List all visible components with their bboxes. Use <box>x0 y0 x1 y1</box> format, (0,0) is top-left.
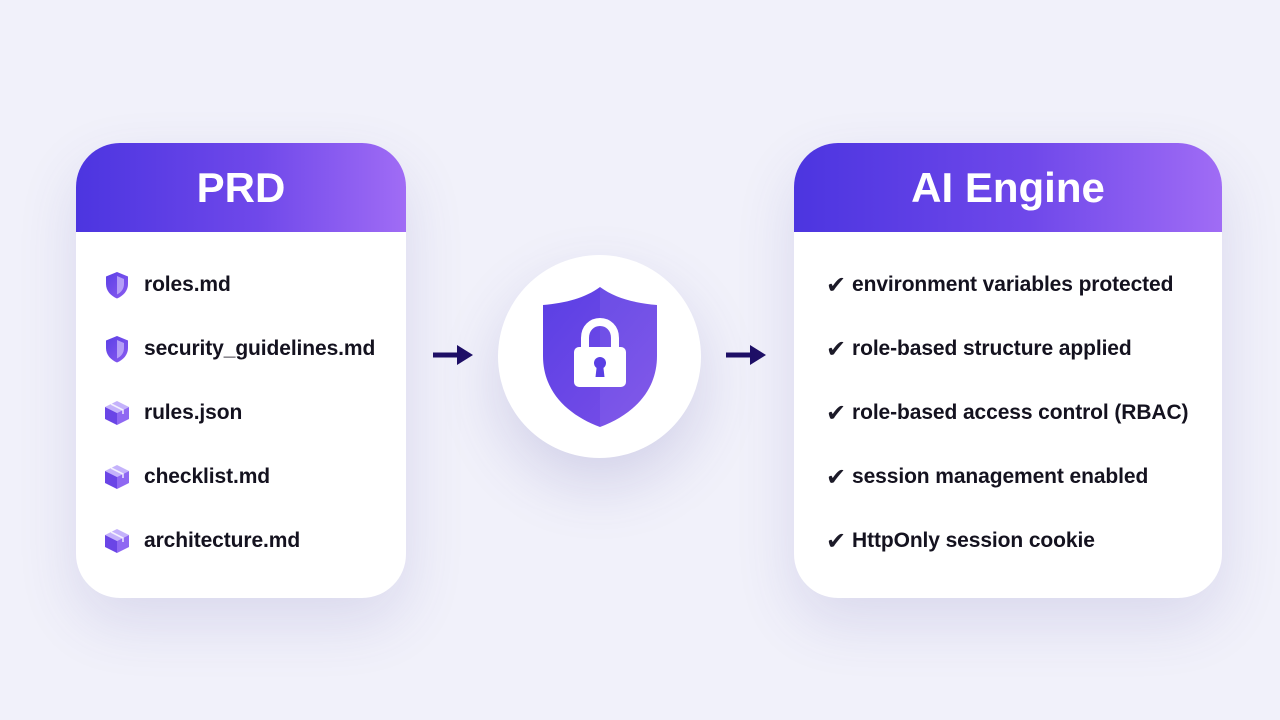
cube-icon <box>102 398 132 428</box>
check-icon: ✔ <box>826 335 847 363</box>
arrow-right-icon <box>726 345 766 365</box>
check-icon: ✔ <box>826 527 847 555</box>
check-item: ✔ HttpOnly session cookie <box>794 521 1222 561</box>
shield-lock-icon <box>542 286 657 427</box>
file-item-architecture: architecture.md <box>76 521 406 561</box>
file-name: checklist.md <box>144 465 271 488</box>
file-item-checklist: checklist.md <box>76 457 406 497</box>
cube-icon <box>102 526 132 556</box>
check-item-label: role-based access control (RBAC) <box>852 401 1189 424</box>
shield-icon <box>102 334 132 364</box>
arrow-right-icon <box>433 345 473 365</box>
file-name: roles.md <box>144 273 231 296</box>
file-item-roles: roles.md <box>76 265 406 305</box>
check-item: ✔ session management enabled <box>794 457 1222 497</box>
cube-icon <box>102 462 132 492</box>
shield-icon <box>102 270 132 300</box>
security-shield-badge <box>498 255 701 458</box>
check-icon: ✔ <box>826 399 847 427</box>
prd-card-header: PRD <box>76 143 406 232</box>
check-item-label: role-based structure applied <box>852 337 1132 360</box>
file-item-rules: rules.json <box>76 393 406 433</box>
check-item-label: session management enabled <box>852 465 1149 488</box>
check-icon: ✔ <box>826 463 847 491</box>
file-name: rules.json <box>144 401 243 424</box>
ai-engine-card-header: AI Engine <box>794 143 1222 232</box>
check-icon: ✔ <box>826 271 847 299</box>
check-item-label: HttpOnly session cookie <box>852 529 1095 552</box>
prd-card: PRD roles.md security_guidelines.md <box>76 143 406 598</box>
ai-engine-card: AI Engine ✔ environment variables protec… <box>794 143 1222 598</box>
check-item: ✔ role-based access control (RBAC) <box>794 393 1222 433</box>
check-item: ✔ role-based structure applied <box>794 329 1222 369</box>
ai-engine-title: AI Engine <box>911 163 1105 211</box>
check-item: ✔ environment variables protected <box>794 265 1222 305</box>
file-name: architecture.md <box>144 529 301 552</box>
file-item-security-guidelines: security_guidelines.md <box>76 329 406 369</box>
check-item-label: environment variables protected <box>852 273 1174 296</box>
file-name: security_guidelines.md <box>144 337 376 360</box>
prd-title: PRD <box>196 163 286 211</box>
